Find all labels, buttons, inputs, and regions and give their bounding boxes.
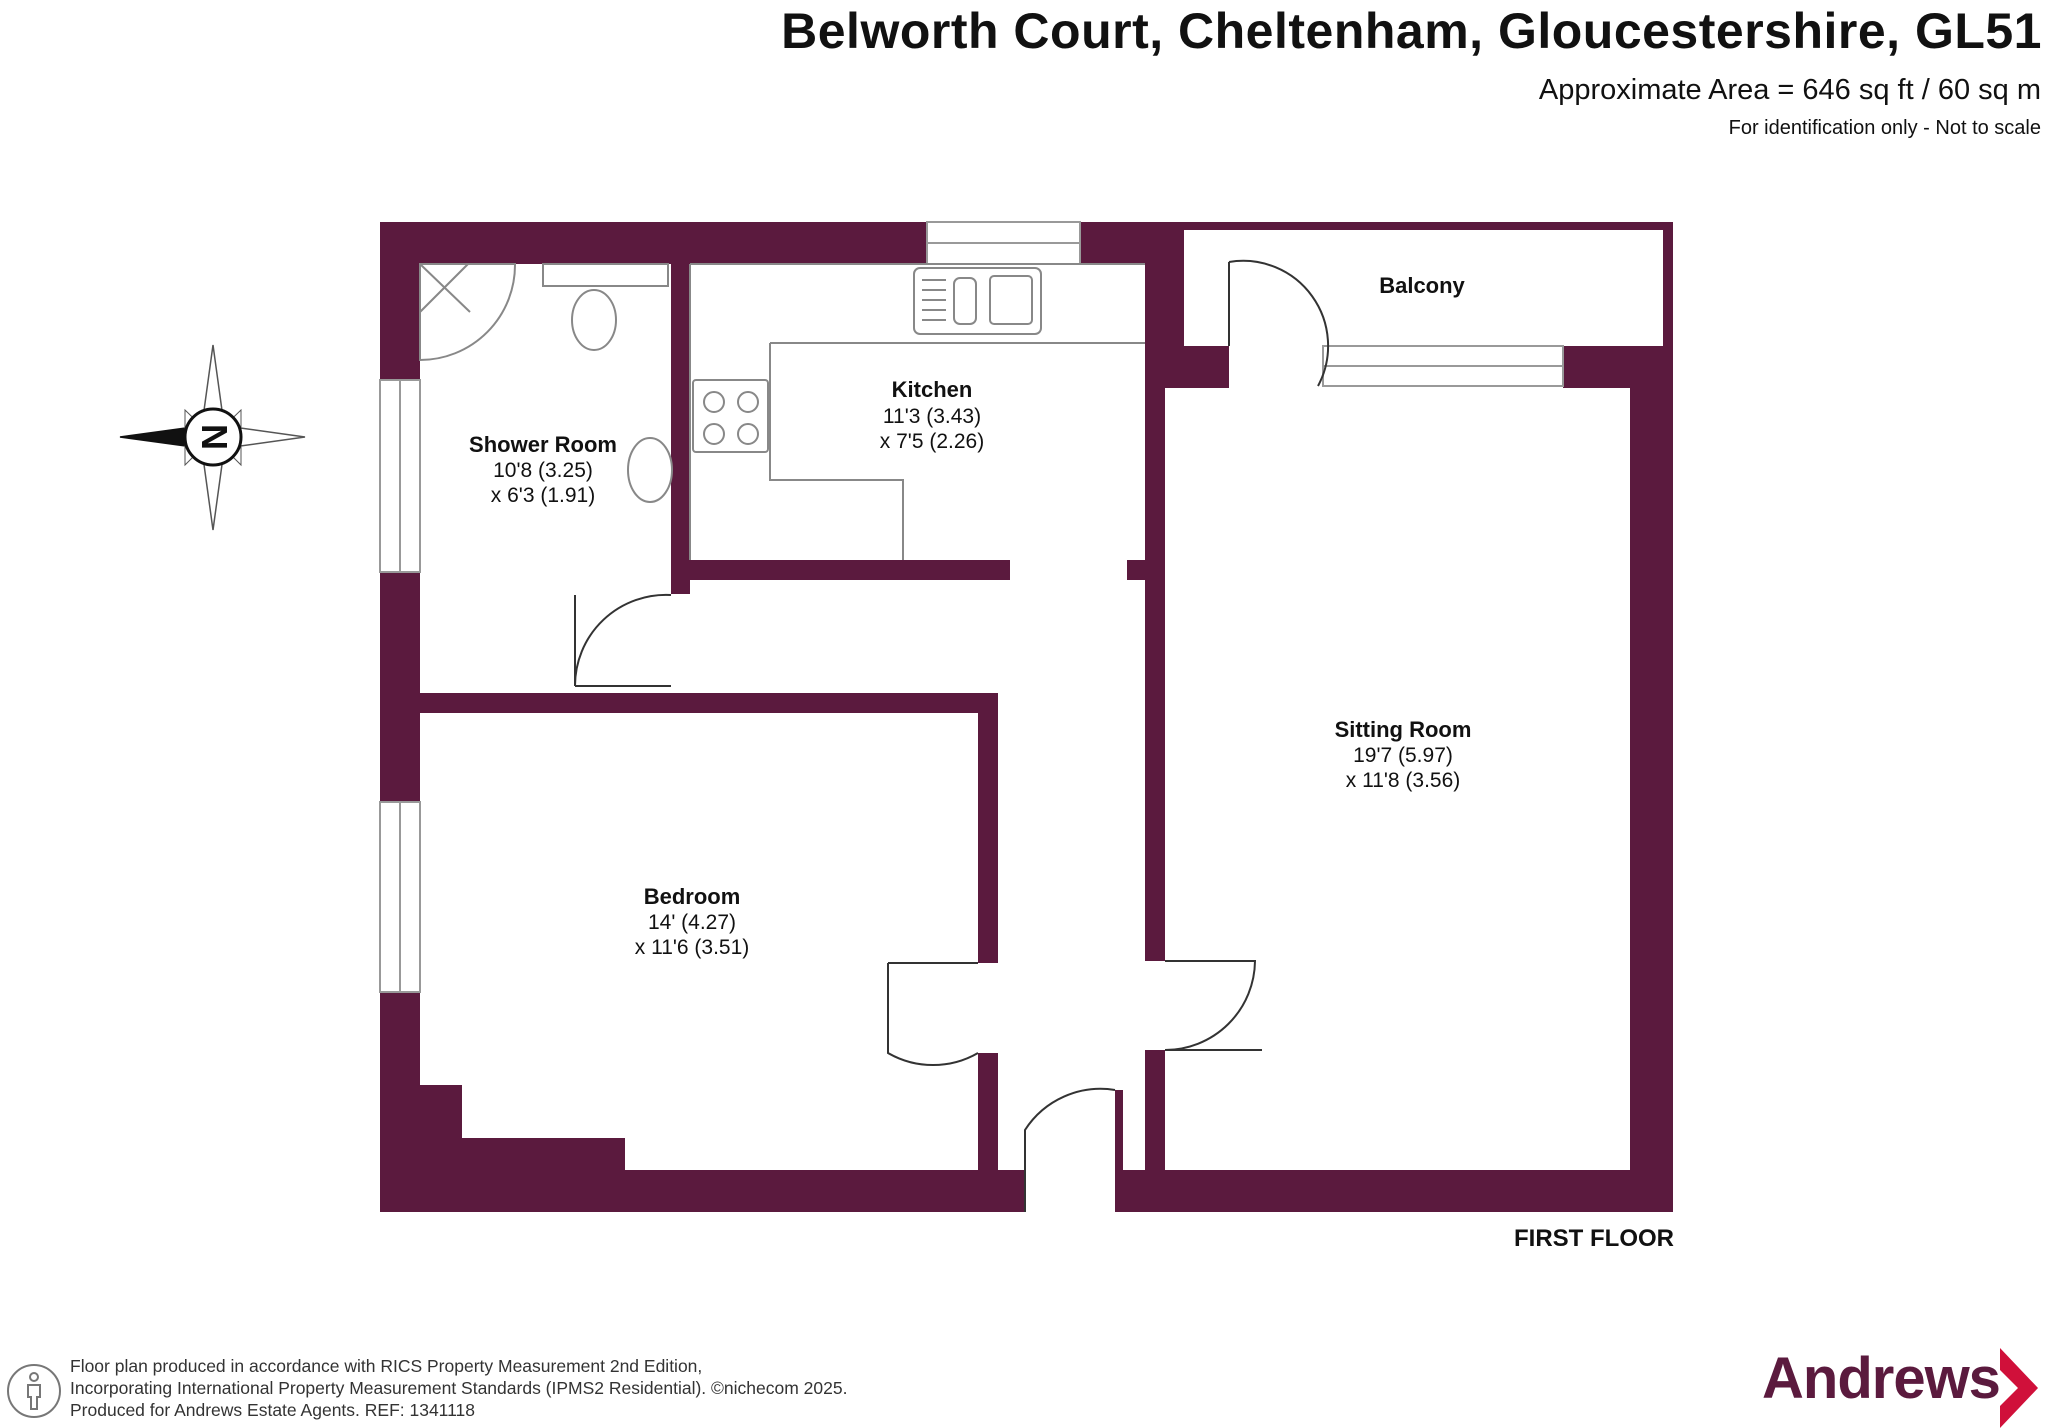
shower-room-dim-2: x 6'3 (1.91) — [491, 484, 595, 507]
room-labels: Balcony Kitchen 11'3 (3.43) x 7'5 (2.26)… — [469, 273, 1471, 959]
property-title: Belworth Court, Cheltenham, Gloucestersh… — [781, 3, 2042, 59]
bedroom-dim-2: x 11'6 (3.51) — [635, 936, 750, 959]
footer-line-3: Produced for Andrews Estate Agents. REF:… — [70, 1400, 476, 1420]
sitting-room-label: Sitting Room — [1335, 717, 1472, 742]
windows — [379, 221, 1564, 993]
kitchen-label: Kitchen — [892, 377, 973, 402]
shower-fixtures — [419, 263, 673, 503]
walls — [380, 222, 1673, 1212]
compass-letter: N — [194, 424, 235, 450]
kitchen-dim-2: x 7'5 (2.26) — [880, 430, 984, 453]
shower-room-label: Shower Room — [469, 432, 617, 457]
balcony-label: Balcony — [1379, 273, 1465, 298]
bedroom-label: Bedroom — [644, 884, 741, 909]
sitting-room-dim-1: 19'7 (5.97) — [1353, 744, 1453, 767]
person-scale-icon — [7, 1364, 61, 1418]
footer-line-2: Incorporating International Property Mea… — [70, 1378, 848, 1398]
sitting-room-dim-2: x 11'8 (3.56) — [1346, 769, 1461, 792]
doors — [573, 259, 1330, 1212]
brand-logo: Andrews — [1762, 1346, 2001, 1411]
floor-label: FIRST FLOOR — [1514, 1225, 1674, 1252]
kitchen-fixtures — [689, 263, 1145, 560]
compass-icon: N — [119, 344, 306, 531]
bedroom-dim-1: 14' (4.27) — [648, 911, 736, 934]
scale-note: For identification only - Not to scale — [1728, 117, 2041, 139]
footer-text: Floor plan produced in accordance with R… — [70, 1355, 847, 1421]
kitchen-dim-1: 11'3 (3.43) — [883, 405, 981, 428]
approximate-area: Approximate Area = 646 sq ft / 60 sq m — [1538, 74, 2041, 106]
footer-line-1: Floor plan produced in accordance with R… — [70, 1356, 703, 1376]
brand-chevron-icon — [2000, 1348, 2038, 1428]
shower-room-dim-1: 10'8 (3.25) — [493, 459, 593, 482]
